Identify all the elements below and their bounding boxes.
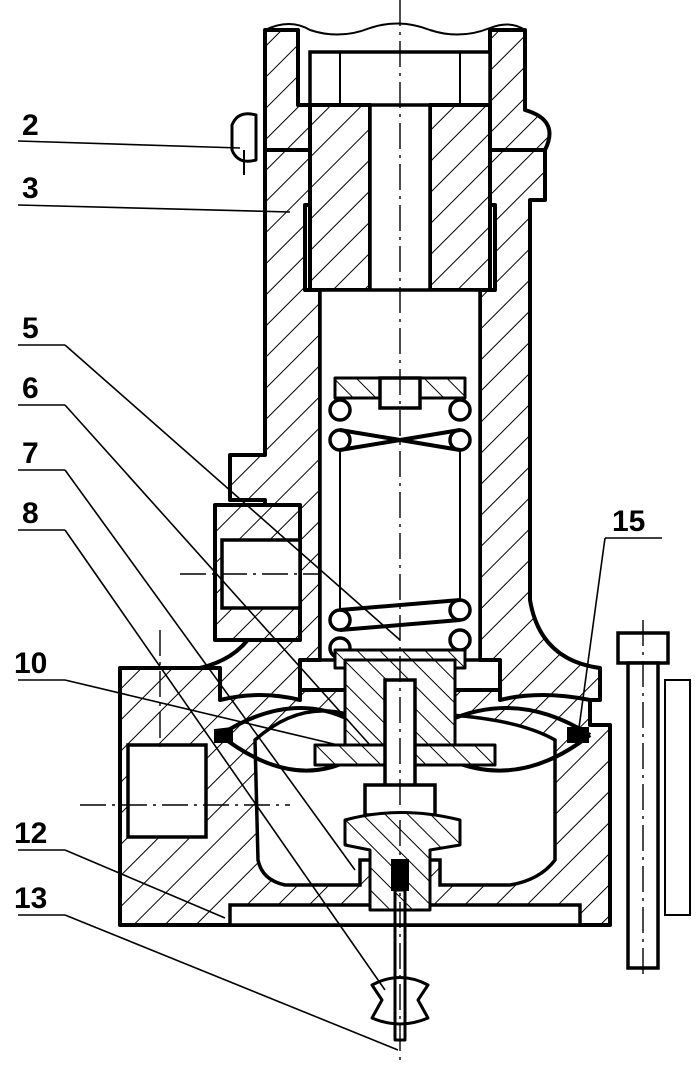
vent-plug bbox=[230, 112, 258, 175]
centre-axis bbox=[370, 0, 430, 1060]
side-bolt bbox=[616, 620, 691, 980]
callout-13: 13 bbox=[14, 882, 47, 915]
spring-coils bbox=[328, 398, 472, 660]
bonnet bbox=[198, 103, 602, 702]
callout-8: 8 bbox=[22, 497, 39, 530]
callout-leaders bbox=[17, 140, 662, 1051]
callout-5: 5 bbox=[22, 312, 39, 345]
callout-7: 7 bbox=[22, 437, 39, 470]
callout-6: 6 bbox=[22, 372, 39, 405]
callout-15: 15 bbox=[612, 505, 645, 538]
upper-side-port bbox=[180, 503, 320, 642]
callout-labels: 2 3 5 6 7 8 10 12 13 15 bbox=[14, 109, 645, 915]
callout-10: 10 bbox=[14, 647, 47, 680]
callout-2: 2 bbox=[22, 109, 39, 142]
callout-12: 12 bbox=[14, 817, 47, 850]
callout-3: 3 bbox=[22, 172, 39, 205]
